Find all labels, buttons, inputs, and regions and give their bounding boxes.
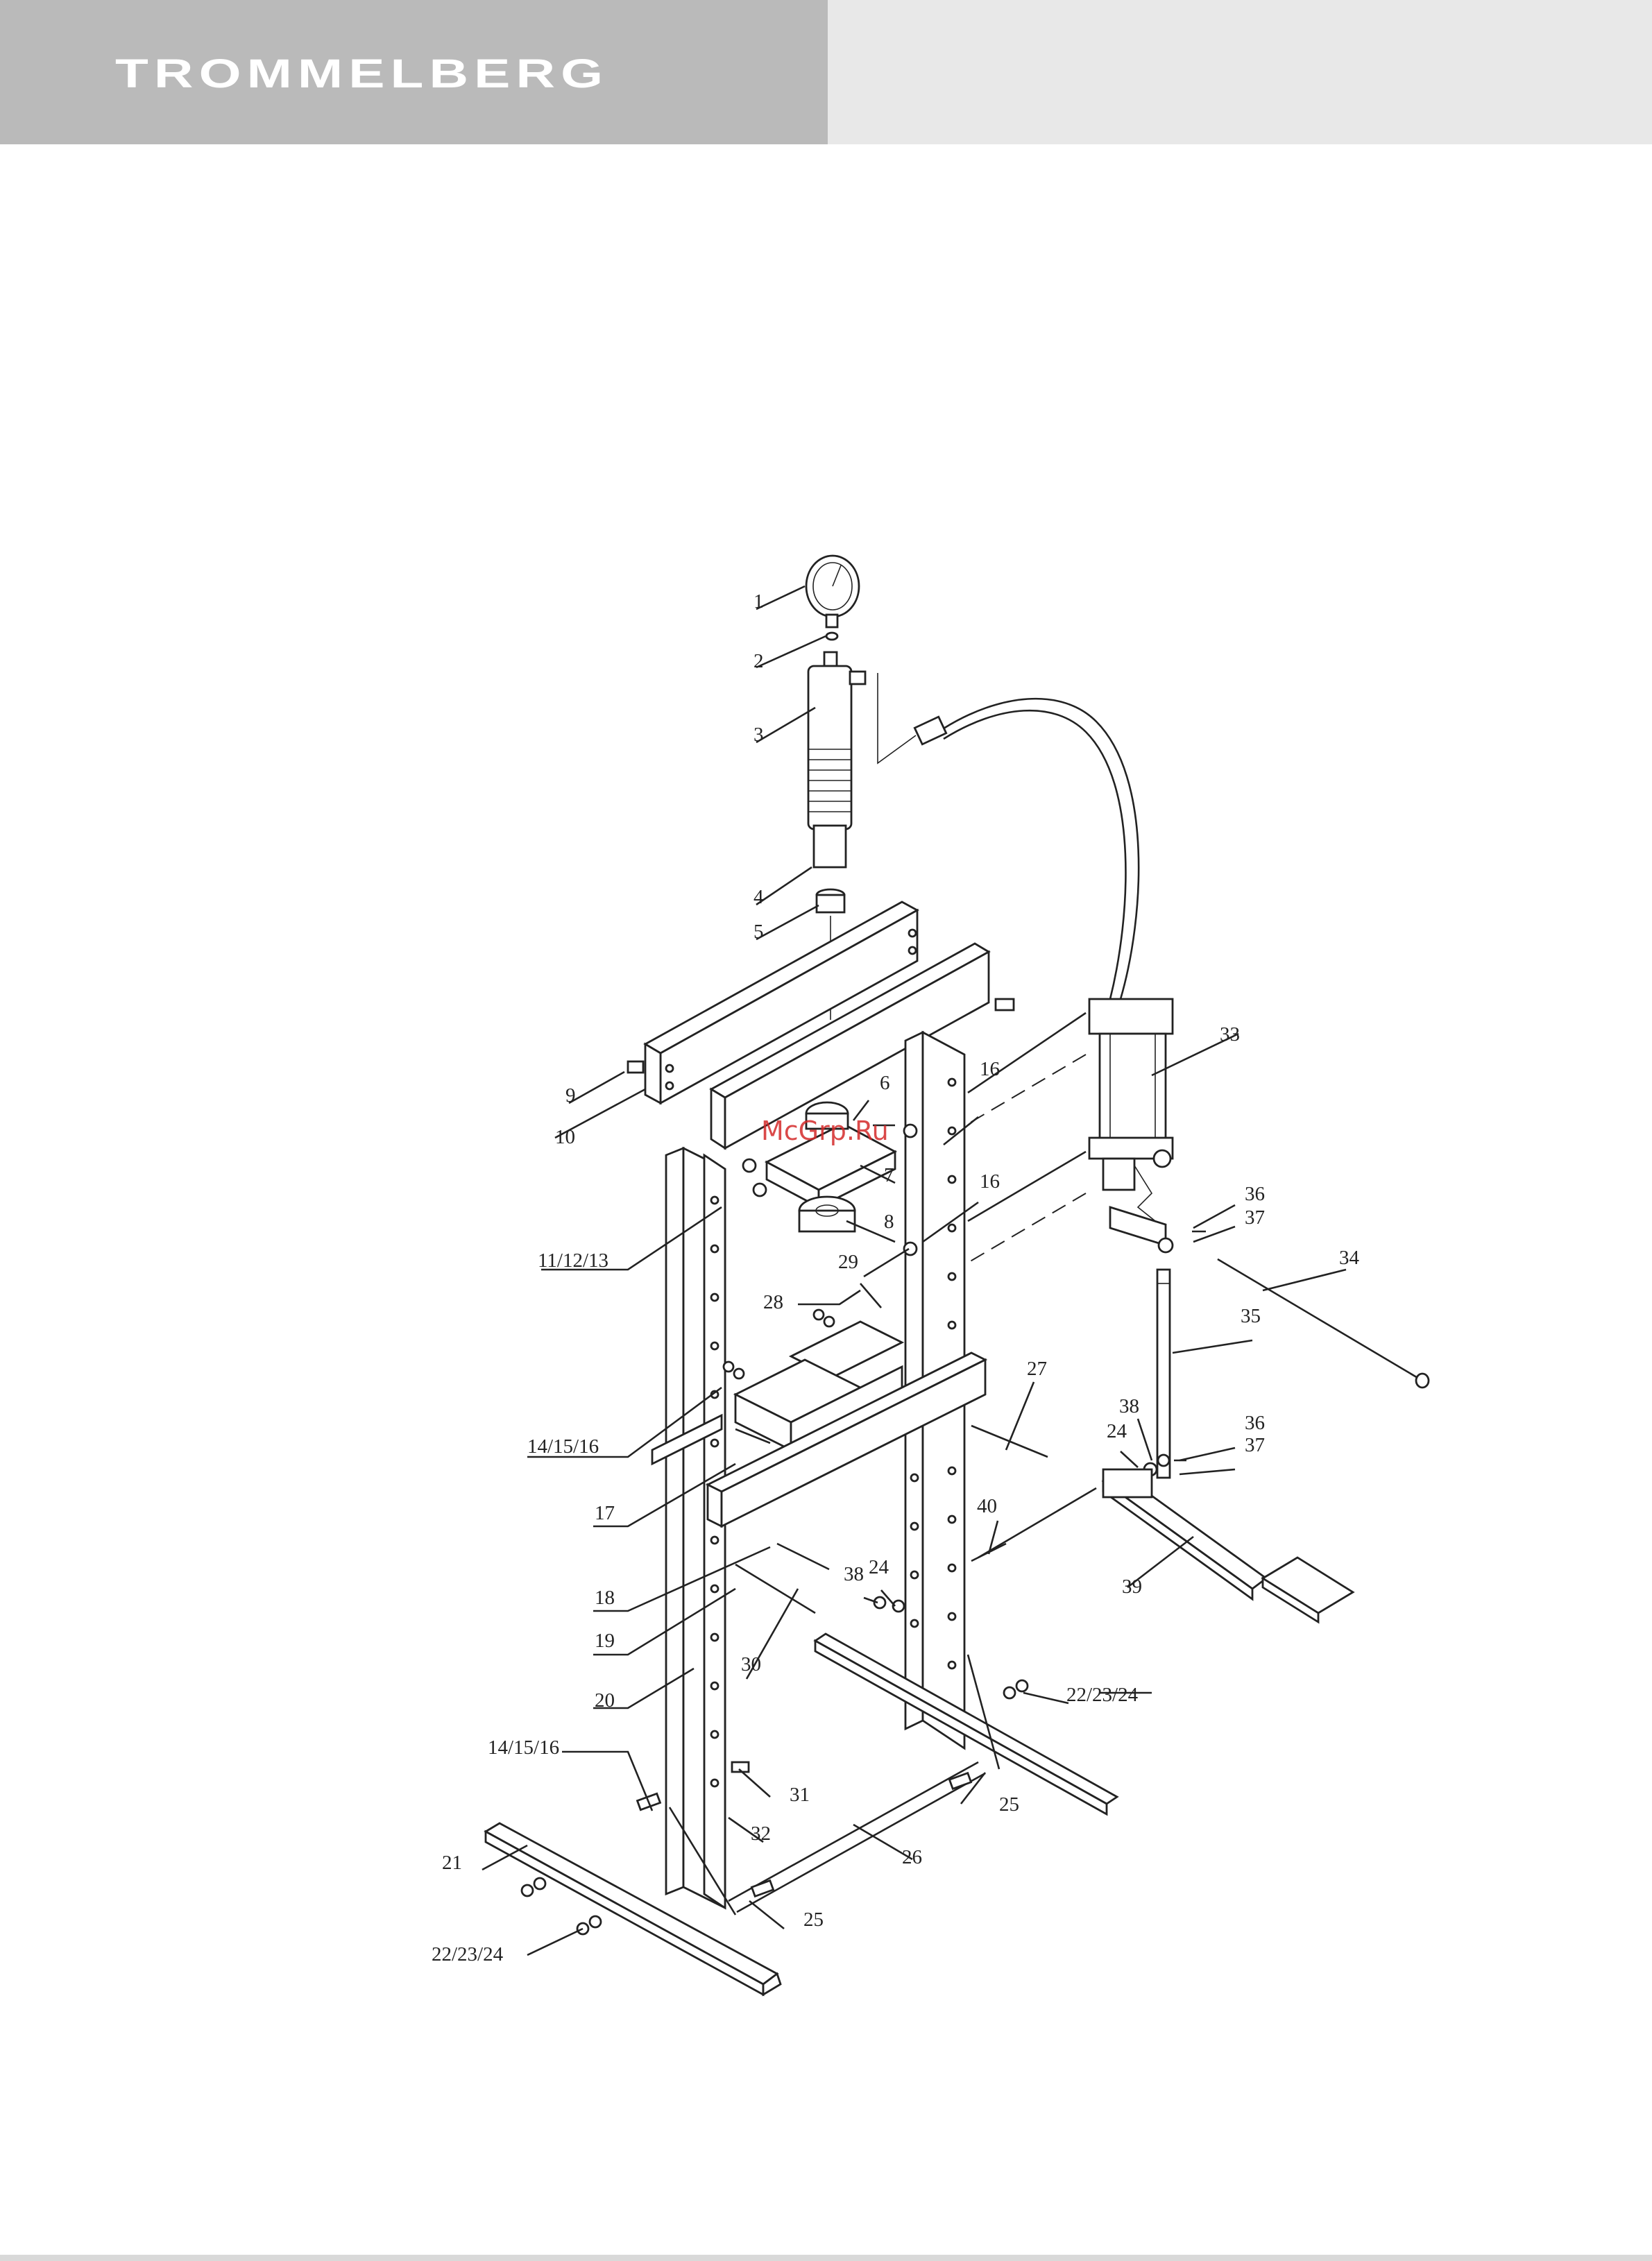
callout-24-b: 24 [1107,1420,1127,1442]
callout-35: 35 [1241,1305,1261,1327]
callout-24-a: 24 [869,1556,889,1578]
callout-20: 20 [595,1689,615,1712]
hand-pump [1089,999,1173,1252]
callout-9: 9 [565,1084,576,1107]
callout-26: 26 [902,1846,922,1868]
watermark: McGrp.Ru [761,1116,889,1146]
callout-1: 1 [753,590,764,613]
callout-17: 17 [595,1502,615,1524]
callout-37-b: 37 [1245,1434,1265,1456]
callout-21: 21 [442,1852,462,1874]
callout-38-b: 38 [1119,1395,1139,1417]
callout-22-23-24-a: 22/23/24 [1066,1684,1139,1706]
callout-31: 31 [790,1784,810,1806]
base-feet [486,1634,1117,1995]
callout-32: 32 [751,1823,771,1845]
callout-14-15-16-b: 14/15/16 [488,1737,559,1759]
callout-11-12-13: 11/12/13 [538,1249,608,1272]
callout-6: 6 [880,1072,890,1094]
callout-37-a: 37 [1245,1206,1265,1229]
callout-22-23-24-b: 22/23/24 [432,1943,504,1965]
callout-30: 30 [741,1653,761,1675]
callout-34: 34 [1339,1247,1360,1269]
callout-25-a: 25 [999,1793,1019,1816]
callout-38-a: 38 [844,1563,864,1585]
callout-labels: 1 2 3 4 5 6 7 8 9 10 11/12/13 14/15/16 1… [432,590,1360,1965]
callout-28: 28 [763,1291,783,1313]
callout-40: 40 [977,1495,997,1517]
foot-pedal [978,1469,1353,1622]
callout-29: 29 [838,1251,858,1273]
callout-16-b: 16 [980,1170,1000,1193]
callout-27: 27 [1027,1358,1047,1380]
callout-33: 33 [1220,1023,1240,1046]
pedal-link [1144,1231,1206,1478]
callout-2: 2 [753,650,764,672]
callout-7: 7 [884,1164,894,1186]
callout-10: 10 [555,1126,575,1148]
left-upright [666,1148,725,1908]
callout-4: 4 [753,886,764,908]
footer-rule [0,2255,1652,2261]
callout-36-a: 36 [1245,1183,1265,1205]
callout-25-b: 25 [803,1909,824,1931]
callout-8: 8 [884,1211,894,1233]
callout-16-a: 16 [980,1058,1000,1080]
callout-3: 3 [753,724,764,746]
callout-19: 19 [595,1630,615,1652]
callout-5: 5 [753,921,764,943]
callout-36-b: 36 [1245,1412,1265,1434]
callout-39: 39 [1122,1576,1142,1598]
pressure-gauge [806,556,859,640]
callout-18: 18 [595,1587,615,1609]
callout-14-15-16: 14/15/16 [527,1435,599,1458]
